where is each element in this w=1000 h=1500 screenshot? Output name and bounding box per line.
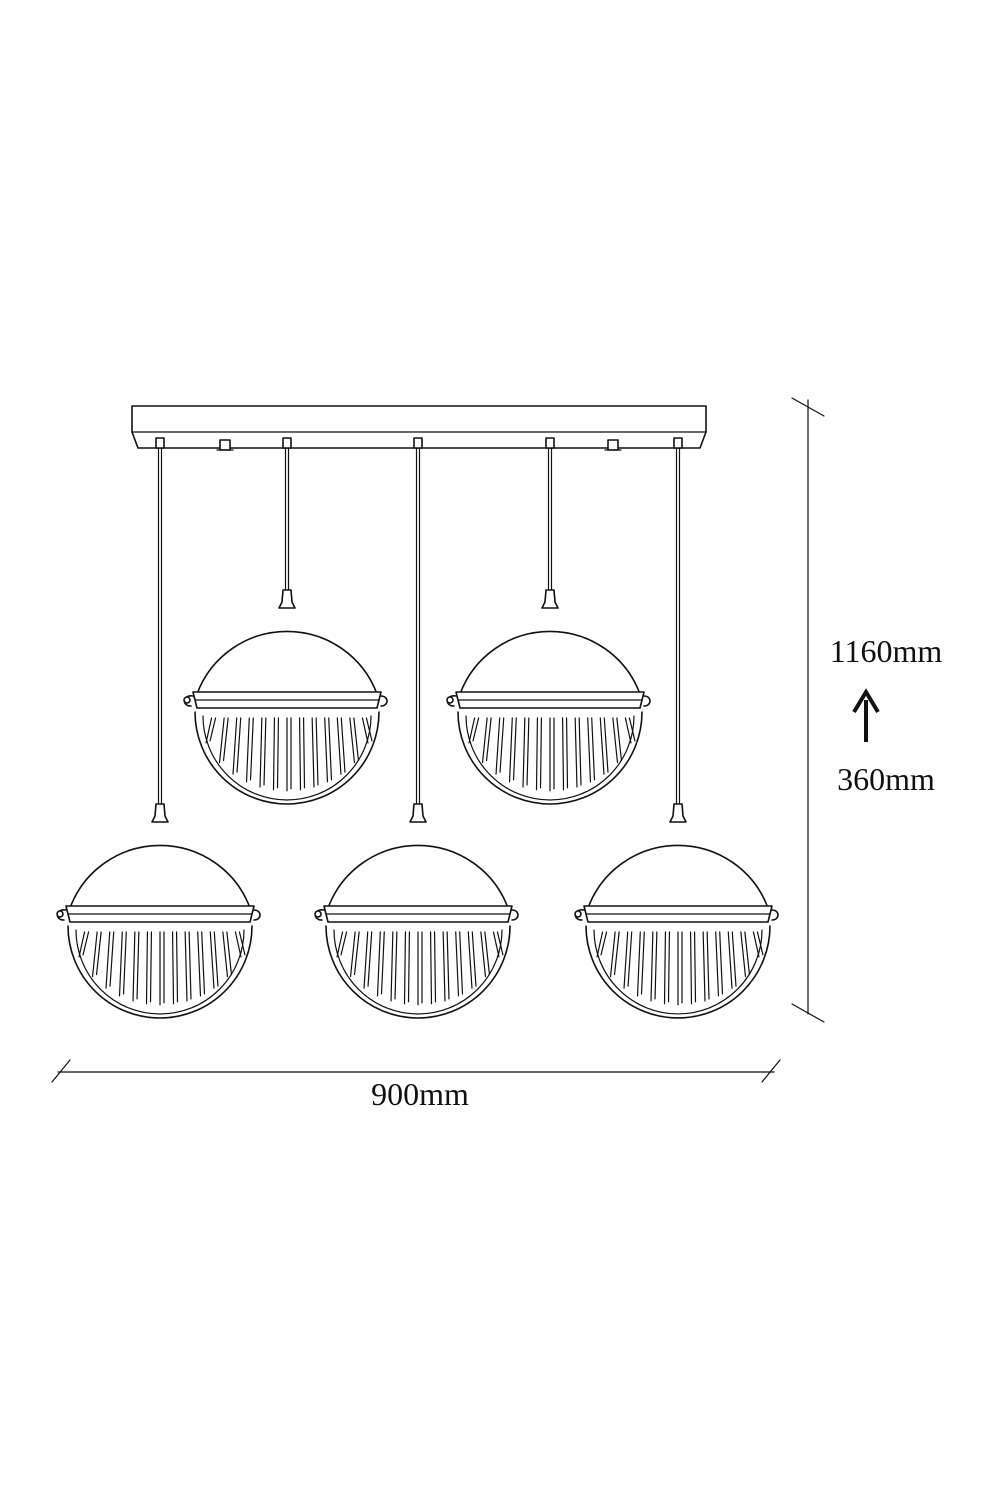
width-dimension-line bbox=[51, 1059, 781, 1083]
height-dimension-line bbox=[791, 397, 825, 1023]
pendant-lamp bbox=[56, 437, 261, 1019]
pendant-lamp bbox=[446, 437, 651, 805]
ceiling-canopy bbox=[131, 405, 707, 449]
arrow-up-icon bbox=[852, 688, 880, 742]
pendants-group bbox=[56, 437, 779, 1019]
pendant-lamp bbox=[314, 437, 519, 1019]
pendant-lamp bbox=[574, 437, 779, 1019]
width-label: 900mm bbox=[371, 1076, 469, 1112]
canopy-screw bbox=[216, 439, 234, 451]
height-max-label: 1160mm bbox=[830, 633, 943, 669]
canopy-screw bbox=[604, 439, 622, 451]
pendant-lamp bbox=[183, 437, 388, 805]
height-min-label: 360mm bbox=[837, 761, 935, 797]
